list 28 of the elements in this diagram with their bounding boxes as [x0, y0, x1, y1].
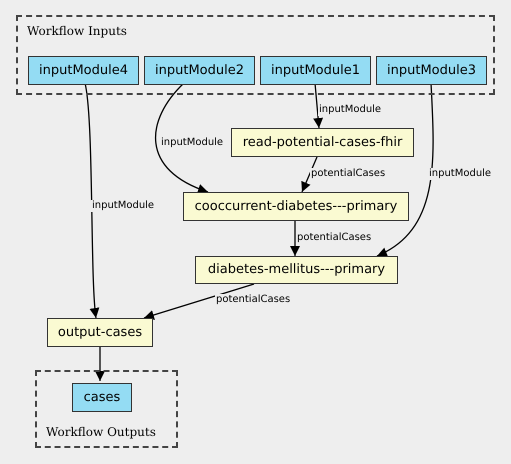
input-box: cases [72, 383, 132, 412]
input-box: inputModule2 [144, 56, 255, 85]
group-frame [16, 15, 495, 95]
arrow [155, 82, 208, 194]
group-title: Workflow Inputs [27, 23, 127, 40]
process-box: read-potential-cases-fhir [231, 128, 414, 157]
edge-label: inputModule [91, 200, 156, 212]
arrow [95, 347, 105, 381]
group-title: Workflow Outputs [46, 424, 156, 441]
edge-label: potentialCases [215, 294, 292, 306]
arrow [84, 82, 100, 318]
edge-label: potentialCases [296, 232, 372, 244]
edge-label: inputModule [428, 168, 492, 180]
edge-label: inputModule [318, 104, 382, 116]
arrow [144, 283, 254, 320]
arrow [376, 82, 434, 257]
process-box: diabetes-mellitus---primary [195, 256, 398, 284]
process-box: output-cases [47, 318, 153, 347]
edge-label: inputModule [160, 137, 224, 149]
process-box: cooccurrent-diabetes---primary [183, 192, 409, 221]
edge-label: potentialCases [310, 168, 386, 180]
arrow [313, 82, 324, 128]
arrow [301, 156, 318, 192]
group-frame [35, 370, 178, 448]
input-box: inputModule1 [260, 56, 371, 85]
input-box: inputModule3 [376, 56, 487, 85]
input-box: inputModule4 [28, 56, 139, 85]
arrow [290, 221, 300, 256]
